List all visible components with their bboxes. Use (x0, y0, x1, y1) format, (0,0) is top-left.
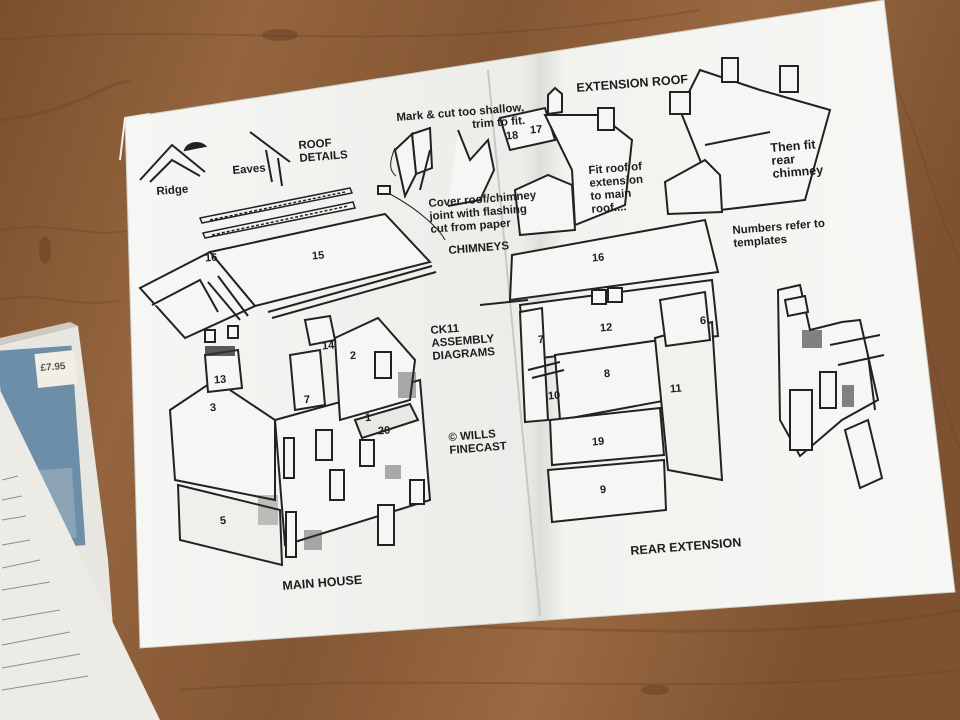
part-number-13: 13 (213, 373, 227, 387)
rear-extension-drawing (479, 218, 724, 524)
price-sticker-text: £7.95 (40, 361, 66, 374)
main-house-drawing (168, 314, 432, 567)
label-ck11: CK11 ASSEMBLY DIAGRAMS (430, 322, 496, 363)
part-number-5: 5 (219, 514, 227, 528)
part-number-16: 16 (204, 251, 218, 265)
main-roof-drawing (138, 212, 437, 340)
part-number-20: 20 (377, 424, 391, 438)
part-number-14: 14 (321, 339, 335, 353)
part-number-10: 10 (547, 389, 561, 403)
roof-details-drawing (139, 131, 291, 187)
label-then-fit: Then fit rear chimney (769, 137, 824, 181)
part-number-18: 18 (505, 129, 519, 143)
part-number-1: 1 (364, 411, 372, 425)
rear-view-brick (802, 330, 854, 407)
rear-view-drawing (776, 283, 885, 490)
brick-texture (205, 346, 416, 550)
part-number-19: 19 (591, 435, 605, 449)
part-number-3: 3 (209, 401, 217, 415)
part-number-15: 15 (311, 249, 325, 263)
part-number-16b: 16 (591, 251, 605, 265)
part-number-7b: 7 (537, 333, 545, 347)
sheet-fold (487, 69, 541, 617)
label-ridge: Ridge (156, 183, 189, 198)
label-roof-details: ROOF DETAILS (298, 137, 349, 165)
label-copyright: © WILLS FINECAST (448, 428, 508, 457)
part-number-9: 9 (599, 483, 607, 497)
part-number-2: 2 (349, 349, 357, 363)
part-number-12: 12 (599, 321, 613, 335)
part-number-8: 8 (603, 367, 611, 381)
chimney-drawings (377, 126, 496, 241)
part-number-17: 17 (529, 123, 543, 137)
part-number-6: 6 (699, 314, 707, 328)
label-eaves: Eaves (232, 162, 267, 177)
label-fit-roof: Fit roof of extension to main roof.... (588, 160, 644, 216)
roof-strips (198, 187, 356, 239)
part-number-11: 11 (669, 382, 683, 396)
price-sticker (34, 349, 78, 388)
part-number-7: 7 (303, 393, 311, 407)
extension-roof-drawing (498, 57, 832, 237)
side-leaflet (0, 322, 160, 720)
